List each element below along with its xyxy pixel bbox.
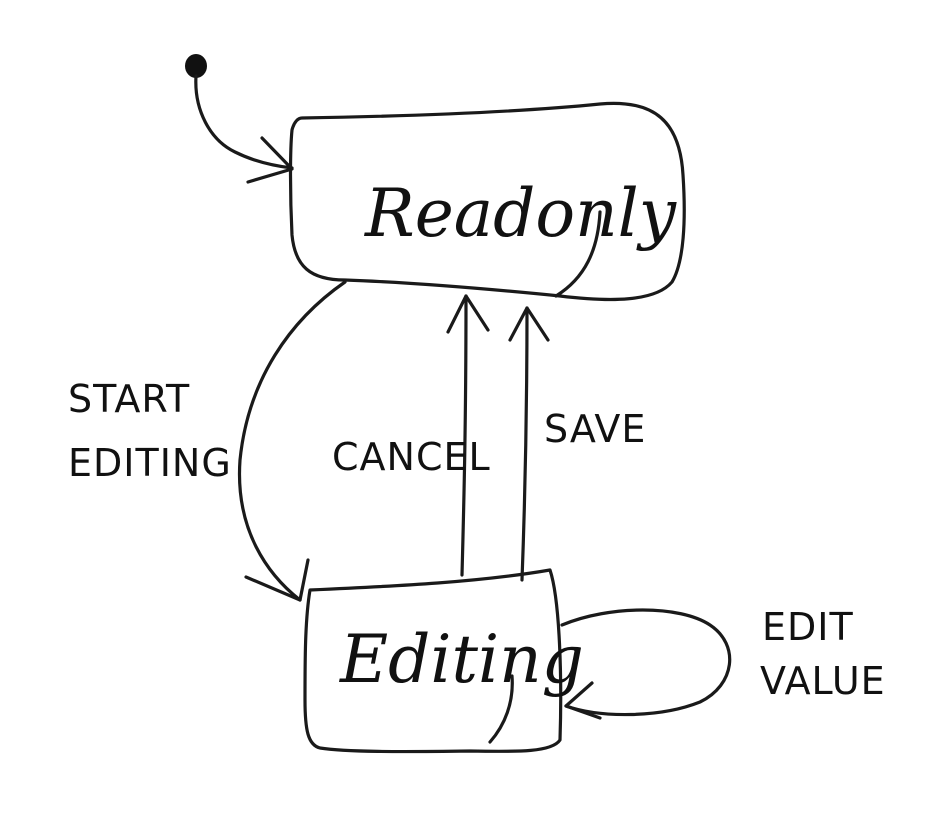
state-editing-box (303, 568, 563, 754)
transition-start-editing (237, 280, 347, 602)
transition-save (508, 306, 550, 582)
edit-value-label-line2: VALUE (760, 659, 886, 703)
start-editing-label-line1: START (68, 377, 190, 421)
edit-value-loop (560, 608, 732, 717)
editing-g-tail (488, 674, 514, 744)
state-readonly: Readonly (288, 101, 686, 302)
save-arrow (520, 306, 529, 582)
start-editing-arrow (237, 280, 347, 602)
state-readonly-label: Readonly (364, 175, 677, 252)
readonly-y-tail (554, 210, 602, 298)
state-editing: Editing (303, 568, 584, 754)
state-editing-label: Editing (339, 621, 584, 698)
transition-edit-value (560, 608, 732, 720)
edit-value-label-line1: EDIT (762, 605, 854, 649)
initial-transition-arrow (194, 74, 294, 184)
cancel-label: CANCEL (332, 435, 491, 479)
initial-state-dot (185, 54, 207, 78)
state-readonly-box (288, 101, 686, 302)
transition-cancel (446, 294, 490, 577)
start-editing-label-line2: EDITING (68, 441, 232, 485)
save-label: SAVE (544, 407, 646, 451)
cancel-arrow (460, 294, 468, 577)
